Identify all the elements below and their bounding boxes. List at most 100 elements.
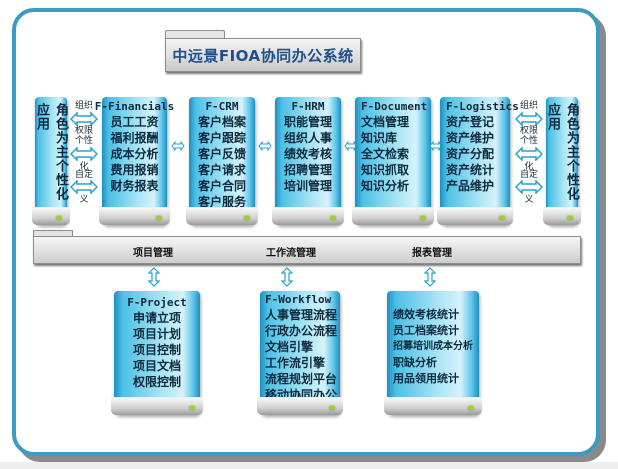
module-card-document: F-Document 文档管理 知识库 全文检索 知识抓取 知识分析 — [352, 97, 434, 225]
arrow-label-bottom: 权限 — [74, 126, 93, 136]
module-card-workflow: F-Workflow 人事管理流程 行政办公流程 文档引擎 工作流引擎 流程规划… — [257, 291, 343, 415]
double-arrow-icon — [515, 147, 543, 161]
module-header: F-Workflow — [265, 293, 332, 306]
module-item: 人事管理流程 — [265, 308, 338, 322]
module-card-reports: 绩效考核统计 员工档案统计 招募培训成本分析 职缺分析 用品领用统计 — [384, 291, 482, 415]
module-item: 知识抓取 — [361, 163, 410, 177]
module-item: 项目控制 — [132, 343, 181, 357]
led-icon — [329, 406, 335, 410]
module-item: 客户服务 — [197, 195, 246, 209]
vertical-double-arrow-icon — [424, 267, 436, 287]
arrow-label-top: 自定 — [519, 170, 538, 180]
module-item: 客户跟踪 — [197, 131, 246, 145]
double-arrow-icon — [515, 180, 543, 194]
module-item: 招聘管理 — [283, 163, 332, 177]
bottom-strip — [0, 462, 618, 469]
management-bar-tab — [33, 230, 73, 238]
module-item: 客户档案 — [197, 115, 246, 129]
module-item: 工作流引擎 — [265, 356, 326, 370]
module-header: F-Logistics — [446, 100, 519, 113]
module-item: 知识分析 — [361, 179, 410, 193]
module-item: 员工档案统计 — [393, 324, 459, 337]
vertical-double-arrow-icon — [148, 267, 160, 287]
module-header: F-CRM — [205, 100, 239, 113]
module-item: 权限控制 — [132, 375, 181, 389]
page-title: 中远景FIOA协同办公系统 — [172, 46, 354, 65]
management-bar: 项目管理 工作流管理 报表管理 — [33, 236, 581, 264]
led-icon — [567, 216, 573, 220]
module-item: 财务报表 — [110, 179, 159, 193]
module-item: 产品维护 — [446, 179, 495, 193]
module-item: 成本分析 — [110, 147, 159, 161]
module-item: 项目计划 — [132, 327, 181, 341]
module-card-financials: F-Financials 员工工资 福利报酬 成本分析 费用报销 财务报表 — [95, 97, 174, 225]
module-item: 绩效考核 — [283, 147, 332, 161]
module-item: 培训管理 — [283, 179, 332, 193]
arrow-label-bottom: 化 — [524, 162, 534, 172]
module-item: 文档管理 — [361, 115, 410, 129]
module-item: 客户反馈 — [197, 147, 246, 161]
led-icon — [156, 216, 162, 220]
module-item: 流程规划平台 — [265, 372, 338, 386]
module-item: 员工工资 — [110, 115, 159, 129]
module-item: 职能管理 — [283, 115, 332, 129]
arrow-label-top: 组织 — [519, 101, 538, 111]
module-item: 资产分配 — [446, 147, 495, 161]
arrow-label-top: 个性 — [519, 136, 538, 146]
module-header: F-Project — [127, 296, 187, 309]
module-item: 职缺分析 — [393, 356, 437, 369]
module-item: 招募培训成本分析 — [393, 341, 473, 352]
module-card-hrm: F-HRM 职能管理 组织人事 绩效考核 招聘管理 培训管理 — [272, 97, 344, 225]
arrow-label-bottom: 义 — [79, 195, 89, 205]
arrow-label-top: 个性 — [74, 136, 93, 146]
module-item: 资产统计 — [446, 163, 495, 177]
module-header: F-Document — [361, 100, 428, 113]
bar-label-project: 项目管理 — [133, 248, 173, 259]
module-item: 知识库 — [361, 131, 398, 145]
led-icon — [189, 406, 195, 410]
module-item: 绩效考核统计 — [393, 308, 459, 321]
bar-label-workflow: 工作流管理 — [266, 248, 316, 259]
module-item: 福利报酬 — [110, 131, 159, 145]
double-arrow-icon — [70, 112, 98, 126]
module-item: 组织人事 — [283, 131, 332, 145]
double-arrow-icon — [171, 141, 185, 151]
led-icon — [420, 216, 426, 220]
module-item: 全文检索 — [361, 147, 410, 161]
left-role-panel: 角色为主个性化应用 — [32, 97, 70, 225]
module-item: 资产维护 — [446, 131, 495, 145]
module-card-project: F-Project 申请立项 项目计划 项目控制 项目文档 权限控制 — [111, 291, 203, 415]
right-role-text: 角色为主个性化应用 — [545, 103, 579, 201]
left-role-text: 角色为主个性化应用 — [34, 103, 68, 201]
double-arrow-icon — [258, 141, 272, 151]
module-item: 文档引擎 — [265, 340, 314, 354]
led-icon — [499, 216, 505, 220]
module-item: 费用报销 — [110, 163, 159, 177]
module-item: 项目文档 — [132, 359, 181, 373]
module-header: F-Financials — [94, 100, 175, 113]
right-role-panel: 角色为主个性化应用 — [543, 97, 581, 225]
arrow-label-top: 自定 — [74, 170, 93, 180]
module-card-logistics: F-Logistics 资产登记 资产维护 资产分配 资产统计 产品维护 — [437, 97, 519, 225]
module-header: F-HRM — [291, 100, 325, 113]
led-icon — [244, 216, 250, 220]
vertical-double-arrow-icon — [281, 267, 293, 287]
module-item: 申请立项 — [132, 311, 181, 325]
double-arrow-icon — [70, 180, 98, 194]
arrow-label-bottom: 义 — [524, 195, 534, 205]
title-box: 中远景FIOA协同办公系统 — [165, 38, 361, 72]
arrow-label-bottom: 化 — [79, 162, 89, 172]
arrow-label-top: 组织 — [74, 101, 93, 111]
led-icon — [330, 216, 336, 220]
module-item: 资产登记 — [446, 115, 495, 129]
led-icon — [56, 216, 62, 220]
title-tab — [165, 30, 225, 40]
double-arrow-icon — [70, 147, 98, 161]
module-item: 用品领用统计 — [393, 372, 459, 385]
module-card-crm: F-CRM 客户档案 客户跟踪 客户反馈 客户请求 客户合同 客户服务 — [186, 97, 258, 225]
arrow-label-bottom: 权限 — [519, 126, 538, 136]
module-item: 客户合同 — [197, 179, 246, 193]
module-item: 客户请求 — [197, 163, 246, 177]
module-item: 行政办公流程 — [265, 324, 338, 338]
double-arrow-icon — [515, 112, 543, 126]
